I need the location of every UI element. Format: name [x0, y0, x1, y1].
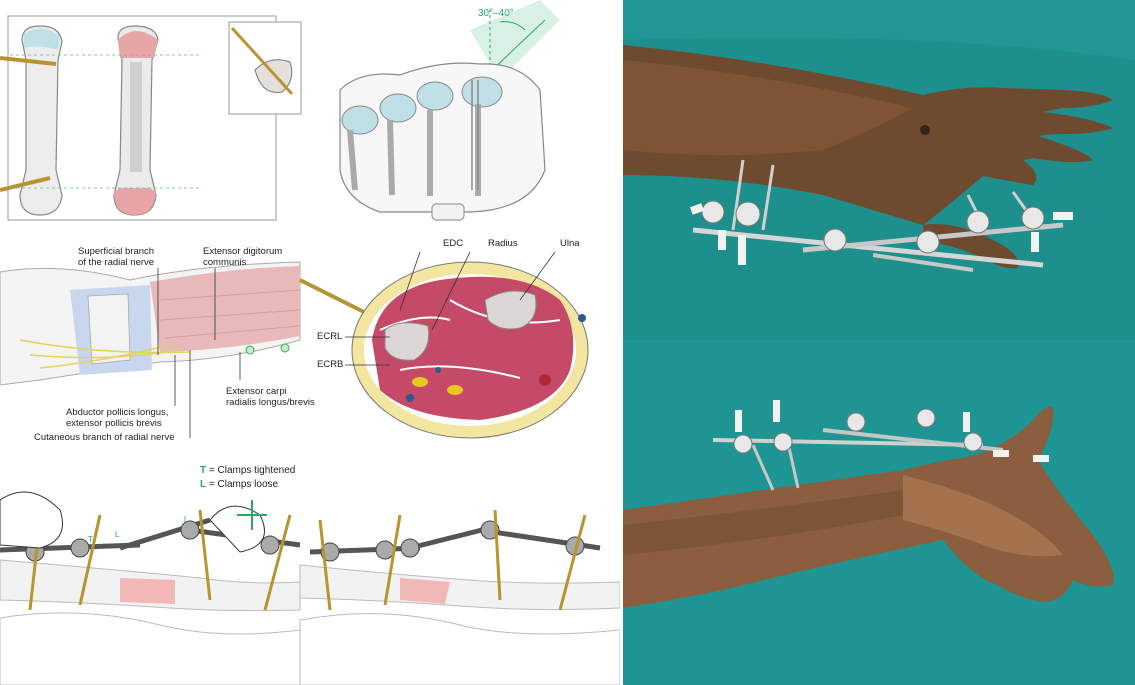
photo-dorsal-drawing [623, 0, 1135, 340]
label-cutaneous-branch: Cutaneous branch of radial nerve [34, 432, 174, 443]
illustration-drawing [0, 0, 620, 685]
fist-figure [340, 0, 560, 220]
label-ecrb: ECRB [317, 359, 343, 370]
label-ulna: Ulna [560, 238, 580, 249]
angle-label: 30°–40° [478, 8, 514, 19]
photo-lateral-drawing [623, 340, 1135, 685]
marker-t: T [88, 535, 93, 544]
label-superficial-branch-line1: Superficial branch [78, 246, 154, 257]
legend-clamps-tightened: T = Clamps tightened [200, 464, 295, 477]
fixator-illustration-right [300, 510, 620, 685]
legend-t-text: = Clamps tightened [206, 465, 295, 476]
label-abductor-line1: Abductor pollicis longus, [66, 407, 168, 418]
label-radius: Radius [488, 238, 518, 249]
legend-l-text: = Clamps loose [206, 479, 278, 490]
label-ecrl: ECRL [317, 331, 342, 342]
label-abductor-line2: extensor pollicis brevis [66, 418, 162, 429]
fixator-illustration-left [0, 492, 300, 685]
photo-lateral-view [623, 340, 1135, 685]
label-extensor-carpi-line1: Extensor carpi [226, 386, 287, 397]
forearm-cross-section [300, 252, 588, 438]
label-extensor-digitorum-line1: Extensor digitorum [203, 246, 282, 257]
bone-pair-figure [0, 16, 301, 220]
marker-l2: L [184, 515, 188, 524]
label-edc: EDC [443, 238, 463, 249]
marker-l1: L [115, 530, 119, 539]
photo-dorsal-view [623, 0, 1135, 340]
label-extensor-carpi-line2: radialis longus/brevis [226, 397, 315, 408]
illustration-panel: 30°–40° Superficial branch of the radial… [0, 0, 620, 685]
label-extensor-digitorum-line2: communis [203, 257, 246, 268]
legend-clamps-loose: L = Clamps loose [200, 478, 278, 491]
label-superficial-branch-line2: of the radial nerve [78, 257, 154, 268]
